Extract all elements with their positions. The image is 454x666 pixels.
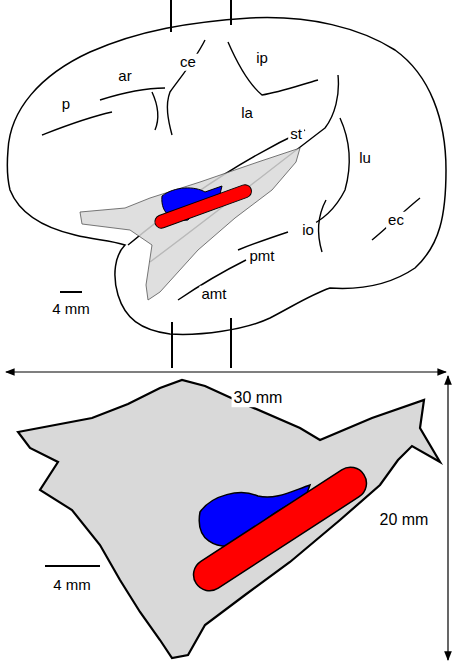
flat-map-region [80,148,300,300]
scale-bar [60,291,82,293]
sulcus-label: amt [199,286,228,303]
sulcus-label: p [60,96,72,113]
red-area-inset [187,461,372,597]
brain-outline [7,18,446,335]
dimension-label: 30 mm [232,389,285,407]
sulci [42,40,420,300]
height-arrow [447,376,448,660]
red-area [153,183,253,230]
sulcus-label: ce [178,54,198,71]
sulcus-label: st [288,126,304,143]
flat-map [18,380,440,658]
width-arrow [6,371,446,372]
sulcus-label: lu [357,150,373,167]
sulcus-label: la [239,105,255,122]
dimension-label: 20 mm [378,511,431,529]
sulcus-label: ec [386,212,406,229]
sulcus-label: io [300,222,316,239]
scale-label: 4 mm [50,301,92,318]
scale-label: 4 mm [51,577,93,594]
scale-bar-inset [45,565,100,567]
sulcus-label: pmt [247,248,276,265]
sulcus-label: ar [116,68,133,85]
sulcus-label: ip [254,50,270,67]
